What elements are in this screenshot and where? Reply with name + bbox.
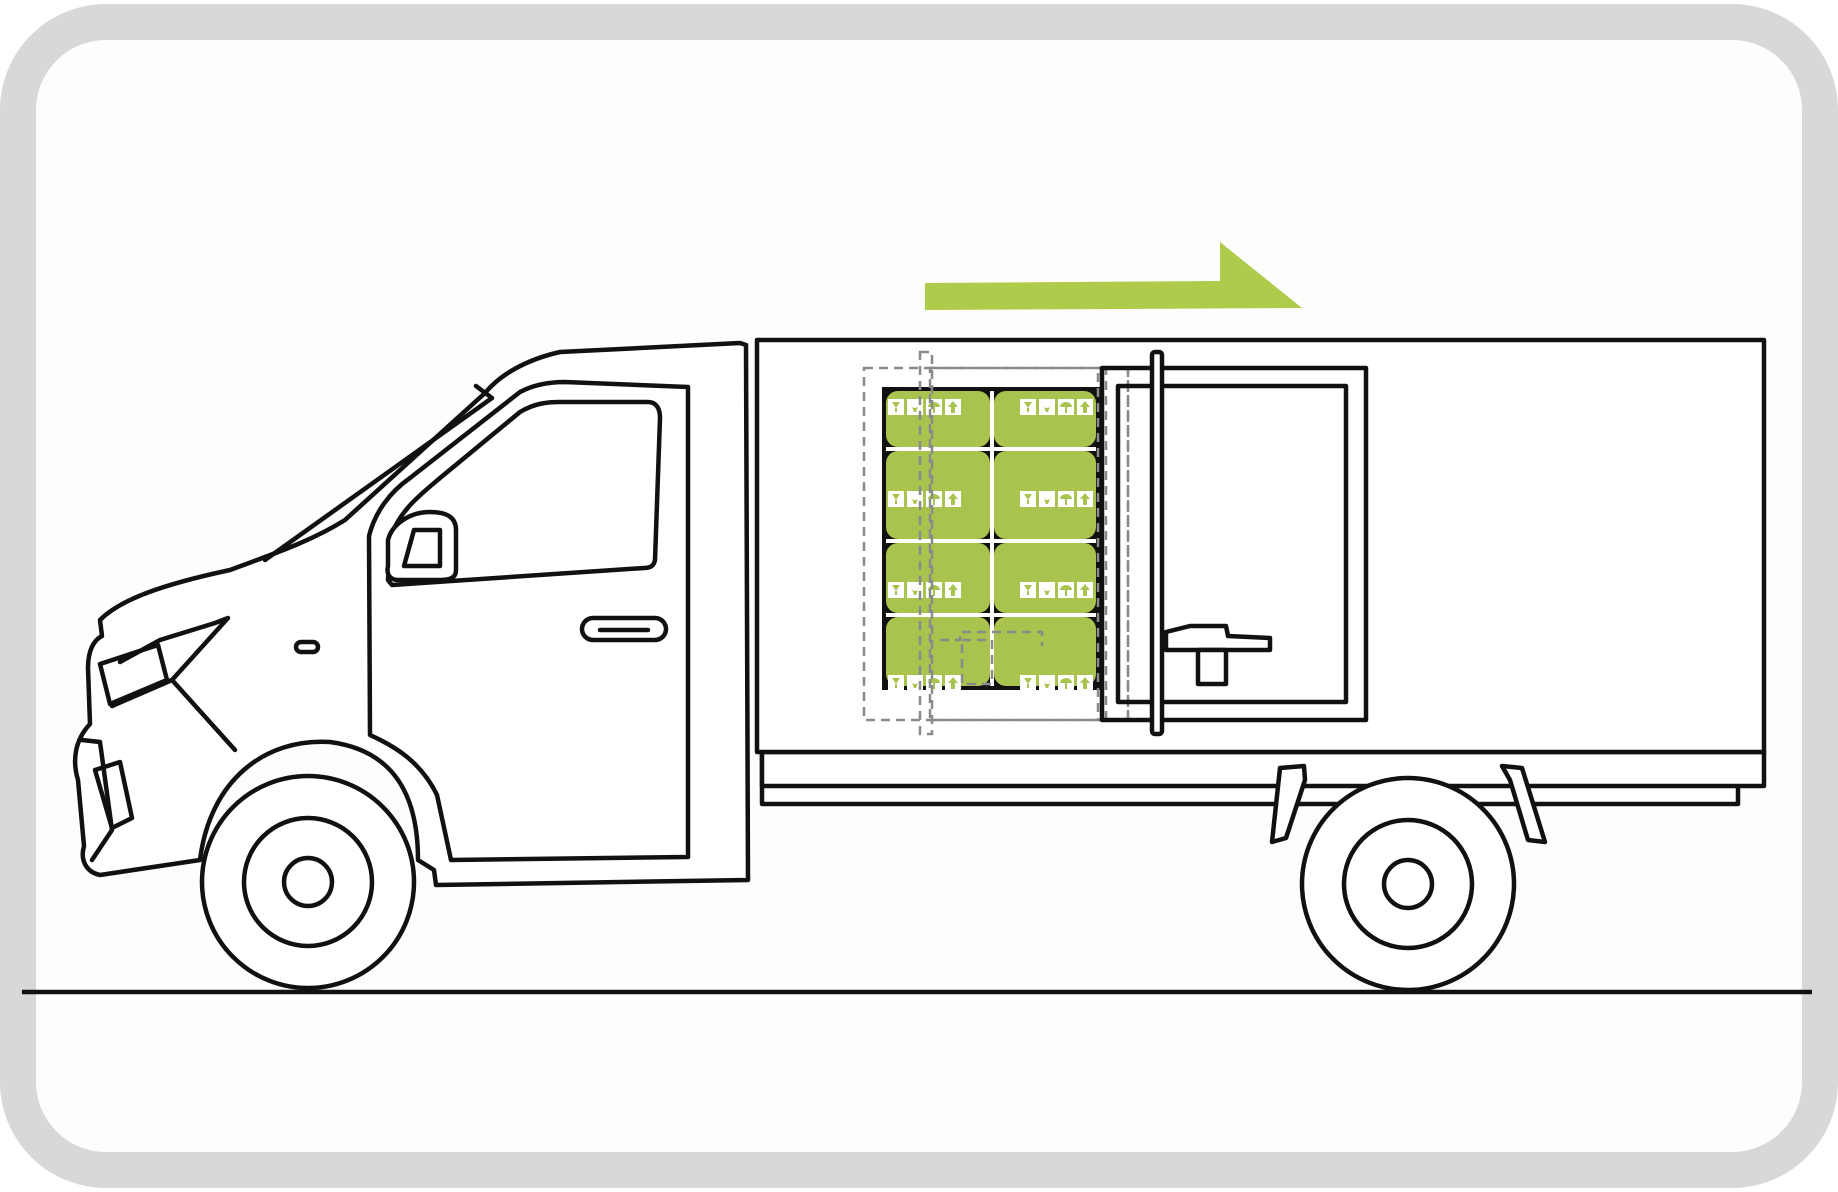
windshield bbox=[262, 383, 495, 563]
fragile-glass-icon bbox=[888, 399, 904, 415]
fog-light bbox=[92, 759, 135, 831]
fragile-glass-icon bbox=[1020, 582, 1036, 598]
cargo-box-unit bbox=[994, 543, 1096, 613]
side-mirror bbox=[385, 509, 459, 583]
keep-dry-icon bbox=[1058, 399, 1074, 415]
keep-dry-icon bbox=[1058, 582, 1074, 598]
this-side-up-icon bbox=[945, 582, 961, 598]
cab-door bbox=[366, 379, 691, 863]
this-side-up-icon bbox=[945, 491, 961, 507]
rear-door bbox=[1099, 349, 1369, 737]
front-crease bbox=[169, 677, 238, 753]
side-marker-light bbox=[293, 639, 321, 655]
this-side-up-icon bbox=[1077, 582, 1093, 598]
cargo-box-unit bbox=[886, 617, 990, 686]
cab-body bbox=[72, 340, 751, 888]
keep-dry-icon bbox=[926, 582, 942, 598]
side-window bbox=[385, 399, 663, 588]
fragile-glass-icon bbox=[888, 491, 904, 507]
keep-dry-icon bbox=[1058, 491, 1074, 507]
cargo-box-unit bbox=[886, 543, 990, 613]
front-wheel bbox=[199, 773, 417, 991]
fragile-glass-icon bbox=[888, 582, 904, 598]
this-side-up-icon bbox=[945, 675, 961, 691]
handle-with-care-icon bbox=[1039, 582, 1055, 598]
bumper bbox=[79, 737, 115, 863]
handle-with-care-icon bbox=[1039, 675, 1055, 691]
keep-dry-icon bbox=[926, 491, 942, 507]
fragile-glass-icon bbox=[1020, 675, 1036, 691]
handle-with-care-icon bbox=[1039, 399, 1055, 415]
door-latch bbox=[1163, 623, 1273, 653]
fragile-glass-icon bbox=[1020, 491, 1036, 507]
keep-dry-icon bbox=[926, 399, 942, 415]
this-side-up-icon bbox=[945, 399, 961, 415]
latch-block bbox=[1195, 647, 1229, 687]
this-side-up-icon bbox=[1077, 675, 1093, 691]
handle-with-care-icon bbox=[1039, 491, 1055, 507]
headlight bbox=[97, 642, 170, 707]
direction-arrow-icon bbox=[925, 242, 1302, 310]
this-side-up-icon bbox=[1077, 491, 1093, 507]
mirror-inner bbox=[401, 527, 443, 569]
this-side-up-icon bbox=[1077, 399, 1093, 415]
fragile-glass-icon bbox=[1020, 399, 1036, 415]
cargo-floor bbox=[759, 749, 1767, 789]
keep-dry-icon bbox=[926, 675, 942, 691]
rear-wheel bbox=[1269, 763, 1548, 993]
keep-dry-icon bbox=[1058, 675, 1074, 691]
fragile-glass-icon bbox=[888, 675, 904, 691]
cargo-box-unit bbox=[994, 617, 1096, 686]
